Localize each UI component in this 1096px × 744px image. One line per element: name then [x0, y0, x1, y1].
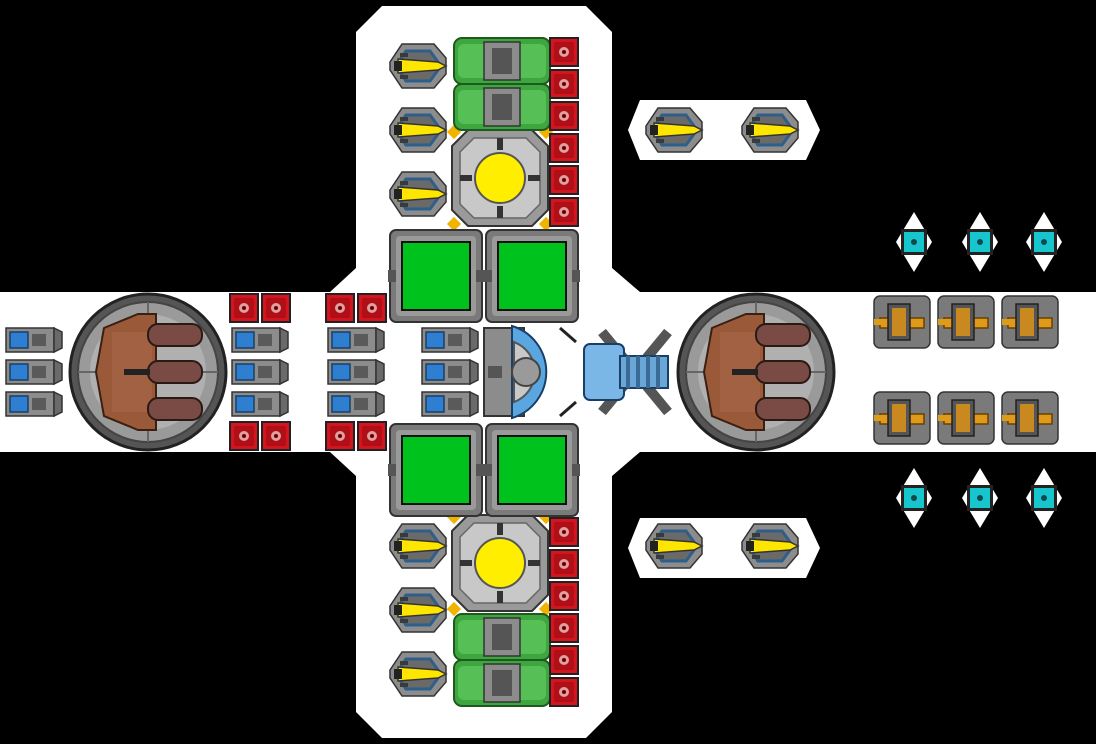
- armor-block: [549, 101, 579, 131]
- thruster-blue: [327, 391, 385, 417]
- thruster-yellow: [388, 522, 448, 570]
- thruster-orange: [873, 391, 931, 445]
- thruster-blue: [5, 359, 63, 385]
- thruster-blue: [5, 391, 63, 417]
- hull-plating: [0, 6, 1096, 738]
- thruster-orange: [873, 295, 931, 349]
- armor-block: [325, 293, 355, 323]
- armor-block: [549, 133, 579, 163]
- armor-block: [549, 517, 579, 547]
- armor-block: [229, 293, 259, 323]
- armor-block: [357, 421, 387, 451]
- turret-right: [676, 292, 836, 452]
- armor-block: [549, 581, 579, 611]
- thruster-yellow: [388, 170, 448, 218]
- thruster-blue: [421, 391, 479, 417]
- sensor-node: [1026, 468, 1062, 528]
- sensor-node: [1026, 212, 1062, 272]
- armor-block: [549, 165, 579, 195]
- sensor-node: [962, 468, 998, 528]
- thruster-blue: [421, 359, 479, 385]
- thruster-blue: [421, 327, 479, 353]
- module-se: [483, 423, 581, 517]
- turret-left: [68, 292, 228, 452]
- armor-block: [549, 37, 579, 67]
- thruster-blue: [231, 359, 289, 385]
- sensor-node: [896, 468, 932, 528]
- armor-block: [261, 293, 291, 323]
- tank-bottom-b: [453, 659, 551, 707]
- sensor-node: [962, 212, 998, 272]
- module-nw: [387, 229, 485, 323]
- tank-top-a: [453, 37, 551, 85]
- reactor-top: [445, 123, 555, 233]
- armor-block: [549, 677, 579, 707]
- thruster-yellow: [388, 42, 448, 90]
- armor-block: [229, 421, 259, 451]
- armor-block: [325, 421, 355, 451]
- thruster-orange: [1001, 295, 1059, 349]
- thruster-yellow: [388, 586, 448, 634]
- railgun-weapon: [559, 326, 672, 418]
- module-sw: [387, 423, 485, 517]
- armor-block: [549, 197, 579, 227]
- armor-block: [549, 549, 579, 579]
- thruster-yellow: [740, 106, 800, 154]
- thruster-blue: [327, 359, 385, 385]
- thruster-blue: [231, 327, 289, 353]
- thruster-yellow: [388, 650, 448, 698]
- tank-top-b: [453, 83, 551, 131]
- thruster-blue: [231, 391, 289, 417]
- armor-block: [549, 645, 579, 675]
- thruster-orange: [937, 391, 995, 445]
- cockpit-dome: [483, 324, 548, 420]
- armor-block: [549, 69, 579, 99]
- thruster-orange: [1001, 391, 1059, 445]
- sensor-node: [896, 212, 932, 272]
- armor-block: [549, 613, 579, 643]
- thruster-yellow: [644, 522, 704, 570]
- armor-block: [261, 421, 291, 451]
- thruster-blue: [327, 327, 385, 353]
- thruster-blue: [5, 327, 63, 353]
- thruster-yellow: [644, 106, 704, 154]
- armor-block: [357, 293, 387, 323]
- tank-bottom-a: [453, 613, 551, 661]
- thruster-orange: [937, 295, 995, 349]
- reactor-bottom: [445, 508, 555, 618]
- thruster-yellow: [740, 522, 800, 570]
- module-ne: [483, 229, 581, 323]
- thruster-yellow: [388, 106, 448, 154]
